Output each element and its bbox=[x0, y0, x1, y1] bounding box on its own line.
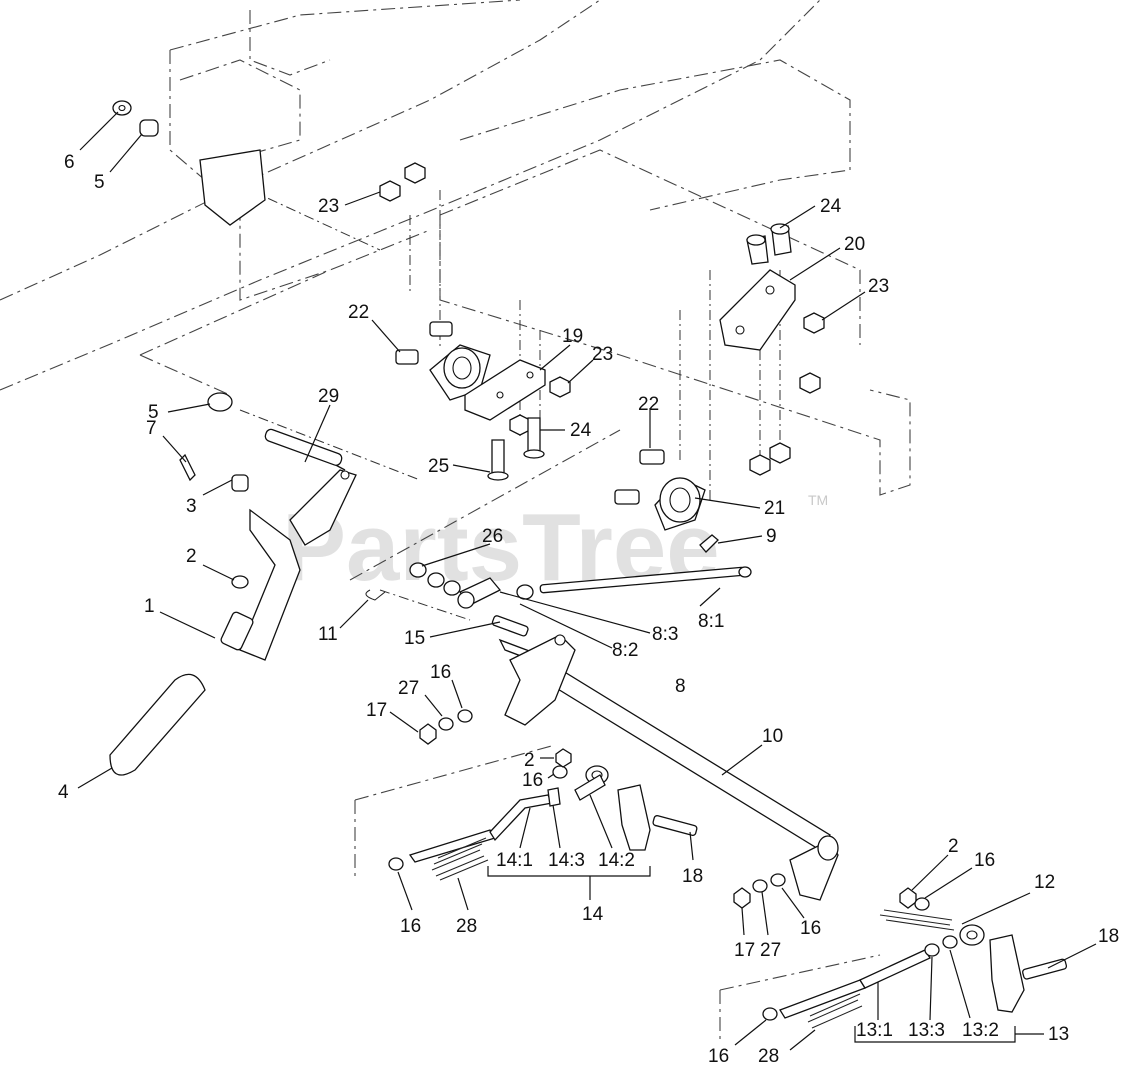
label-17-right: 17 bbox=[734, 940, 755, 961]
watermark: PartsTree bbox=[282, 494, 720, 601]
label-2-mid: 2 bbox=[524, 750, 535, 771]
label-14: 14 bbox=[582, 904, 604, 925]
label-3: 3 bbox=[186, 496, 197, 517]
label-16-right: 16 bbox=[974, 850, 995, 871]
label-13: 13 bbox=[1048, 1024, 1069, 1045]
label-13-3: 13:3 bbox=[908, 1020, 945, 1041]
label-16-lower-left: 16 bbox=[400, 916, 421, 937]
label-14-1: 14:1 bbox=[496, 850, 533, 871]
hardware-17-27-16-right bbox=[733, 873, 786, 909]
bracket-20 bbox=[719, 223, 825, 476]
label-10: 10 bbox=[762, 726, 783, 747]
bearing-21 bbox=[614, 449, 706, 531]
label-22-right: 22 bbox=[638, 394, 659, 415]
label-13-1: 13:1 bbox=[856, 1020, 893, 1041]
label-25: 25 bbox=[428, 456, 449, 477]
label-23-right: 23 bbox=[868, 276, 889, 297]
label-8-3: 8:3 bbox=[652, 624, 678, 645]
link-13 bbox=[762, 887, 1068, 1029]
label-24-top: 24 bbox=[820, 196, 842, 217]
label-22-top: 22 bbox=[348, 302, 369, 323]
label-29: 29 bbox=[318, 386, 339, 407]
label-11: 11 bbox=[318, 624, 338, 645]
label-15: 15 bbox=[404, 628, 425, 649]
label-20: 20 bbox=[844, 234, 865, 255]
label-14-3: 14:3 bbox=[548, 850, 585, 871]
bearing-19 bbox=[395, 321, 571, 481]
label-16-upper: 16 bbox=[430, 662, 451, 683]
label-4: 4 bbox=[58, 782, 69, 803]
label-2-right: 2 bbox=[948, 836, 959, 857]
label-23-mid: 23 bbox=[592, 344, 613, 365]
label-16-right-lower: 16 bbox=[800, 918, 821, 939]
leader-lines bbox=[77, 111, 1097, 1051]
label-1: 1 bbox=[144, 596, 155, 617]
link-14 bbox=[388, 748, 698, 881]
watermark-trademark: TM bbox=[808, 492, 828, 508]
callout-labels: 6 5 23 24 20 23 22 19 23 5 29 7 3 2 1 25… bbox=[58, 152, 1119, 1067]
label-8: 8 bbox=[675, 676, 686, 697]
label-18-mid: 18 bbox=[682, 866, 703, 887]
pedal-lever-1 bbox=[109, 392, 357, 776]
label-12: 12 bbox=[1034, 872, 1055, 893]
label-2-left: 2 bbox=[186, 546, 197, 567]
label-19: 19 bbox=[562, 326, 583, 347]
label-7: 7 bbox=[146, 418, 157, 439]
chassis-frame bbox=[0, 0, 911, 1040]
label-16-bottom: 16 bbox=[708, 1046, 729, 1067]
label-23-top: 23 bbox=[318, 196, 339, 217]
cross-shaft-10 bbox=[498, 634, 839, 901]
label-18-right: 18 bbox=[1098, 926, 1119, 947]
label-9: 9 bbox=[766, 526, 777, 547]
label-28-bottom: 28 bbox=[758, 1046, 779, 1067]
label-5-top: 5 bbox=[94, 172, 105, 193]
label-14-2: 14:2 bbox=[598, 850, 635, 871]
label-27-right: 27 bbox=[760, 940, 781, 961]
label-21: 21 bbox=[764, 498, 785, 519]
label-26: 26 bbox=[482, 526, 503, 547]
label-24-mid: 24 bbox=[570, 420, 592, 441]
label-16-mid: 16 bbox=[522, 770, 543, 791]
label-8-2: 8:2 bbox=[612, 640, 638, 661]
label-17-left: 17 bbox=[366, 700, 387, 721]
label-6: 6 bbox=[64, 152, 75, 173]
label-28-left: 28 bbox=[456, 916, 477, 937]
label-27-left: 27 bbox=[398, 678, 419, 699]
label-13-2: 13:2 bbox=[962, 1020, 999, 1041]
label-5-mid: 5 bbox=[148, 402, 159, 423]
rod-8 bbox=[365, 534, 752, 637]
label-8-1: 8:1 bbox=[698, 611, 724, 632]
hardware-17-27-16-left bbox=[419, 709, 473, 745]
frame-hardware bbox=[112, 100, 426, 226]
